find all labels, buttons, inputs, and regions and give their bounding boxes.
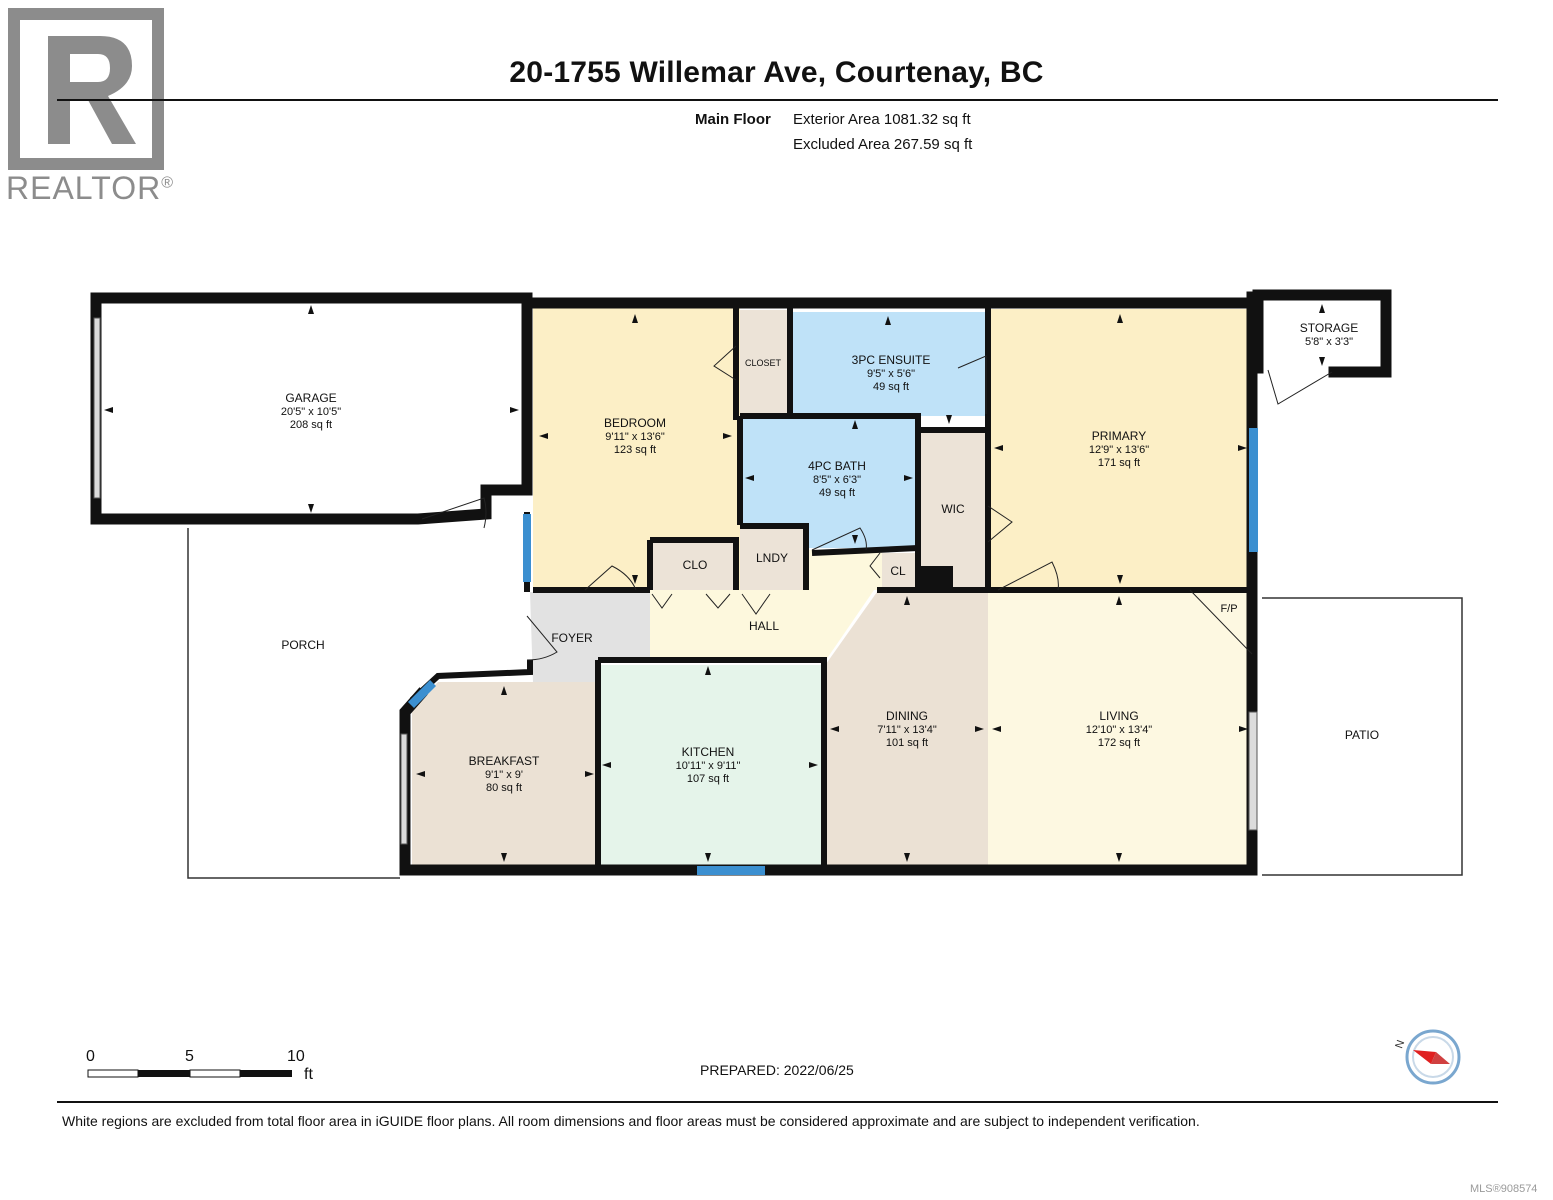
compass-icon <box>1405 1029 1461 1085</box>
breakfast-name: BREAKFAST <box>469 754 540 768</box>
bath-area: 49 sq ft <box>819 487 855 499</box>
living-dims: 12'10" x 13'4" <box>1086 724 1153 736</box>
scale-bar <box>87 1069 292 1078</box>
breakfast-fill <box>412 682 598 866</box>
clo-name: CLO <box>683 558 708 572</box>
dimension-arrows <box>104 304 1325 862</box>
bedroom-name: BEDROOM <box>604 416 666 430</box>
lndy-fill <box>740 526 804 590</box>
cl-name: CL <box>890 564 906 578</box>
porch-outline <box>187 528 400 879</box>
wic-fill <box>919 430 985 587</box>
windows <box>408 428 1258 875</box>
garage-name: GARAGE <box>285 391 336 405</box>
footer-rule <box>57 1101 1498 1103</box>
living-name: LIVING <box>1099 709 1138 723</box>
cl-fill <box>880 553 916 587</box>
patio-name: PATIO <box>1345 728 1379 742</box>
realtor-r-mark-icon <box>8 8 164 170</box>
primary-fill <box>990 309 1252 590</box>
bedroom-dims: 9'11" x 13'6" <box>605 431 665 443</box>
wic-name: WIC <box>941 502 965 516</box>
foyer-fill <box>530 592 650 683</box>
kitchen-area: 107 sq ft <box>687 773 729 785</box>
foyer-name: FOYER <box>551 631 593 645</box>
header-rule <box>57 99 1498 101</box>
garage-dims: 20'5" x 10'5" <box>281 406 341 418</box>
fp-name: F/P <box>1220 603 1237 615</box>
realtor-wordmark: REALTOR® <box>6 170 174 206</box>
chimney-block <box>917 566 953 590</box>
scale-label-5: 5 <box>185 1048 194 1065</box>
scale-label-0: 0 <box>86 1048 95 1065</box>
hall-name: HALL <box>749 619 779 633</box>
compass-north: N <box>1393 1039 1407 1051</box>
bath-dims: 8'5" x 6'3" <box>813 474 861 486</box>
floor-label: Main Floor <box>695 111 771 128</box>
patio-outline <box>1262 597 1463 876</box>
living-area: 172 sq ft <box>1098 737 1140 749</box>
ensuite-dims: 9'5" x 5'6" <box>867 368 915 380</box>
lndy-name: LNDY <box>756 551 788 565</box>
ensuite-fill <box>791 312 986 416</box>
primary-area: 171 sq ft <box>1098 457 1140 469</box>
storage-name: STORAGE <box>1300 321 1358 335</box>
primary-name: PRIMARY <box>1092 429 1146 443</box>
interior-walls <box>533 308 1252 870</box>
kitchen-dims: 10'11" x 9'11" <box>676 760 741 772</box>
realtor-logo <box>8 8 164 170</box>
garage-area: 208 sq ft <box>290 419 332 431</box>
dining-dims: 7'11" x 13'4" <box>877 724 937 736</box>
dining-fill <box>826 592 988 866</box>
excluded-area: Excluded Area 267.59 sq ft <box>793 136 973 153</box>
scale-unit: ft <box>304 1066 313 1083</box>
ensuite-area: 49 sq ft <box>873 381 909 393</box>
disclaimer-text: White regions are excluded from total fl… <box>62 1113 1200 1129</box>
closet-name: CLOSET <box>745 358 782 368</box>
mls-number: MLS®908574 <box>1470 1183 1538 1195</box>
hall-fill-2 <box>806 550 882 590</box>
scale-label-10: 10 <box>287 1048 305 1065</box>
kitchen-fill <box>598 665 822 866</box>
ensuite-name: 3PC ENSUITE <box>852 353 931 367</box>
prepared-date: PREPARED: 2022/06/25 <box>700 1062 854 1078</box>
dining-name: DINING <box>886 709 928 723</box>
bath-name: 4PC BATH <box>808 459 866 473</box>
living-fill <box>988 592 1252 866</box>
primary-dims: 12'9" x 13'6" <box>1089 444 1149 456</box>
storage-dims: 5'8" x 3'3" <box>1305 336 1353 348</box>
porch-name: PORCH <box>281 638 324 652</box>
door-swings <box>421 345 1333 661</box>
kitchen-name: KITCHEN <box>682 745 735 759</box>
page-title: 20-1755 Willemar Ave, Courtenay, BC <box>509 56 1044 89</box>
clo-fill <box>651 540 737 590</box>
bedroom-area: 123 sq ft <box>614 444 656 456</box>
dining-area: 101 sq ft <box>886 737 928 749</box>
closet-fill <box>740 310 788 414</box>
breakfast-dims: 9'1" x 9' <box>485 769 523 781</box>
exterior-area: Exterior Area 1081.32 sq ft <box>793 111 971 128</box>
breakfast-area: 80 sq ft <box>486 782 522 794</box>
